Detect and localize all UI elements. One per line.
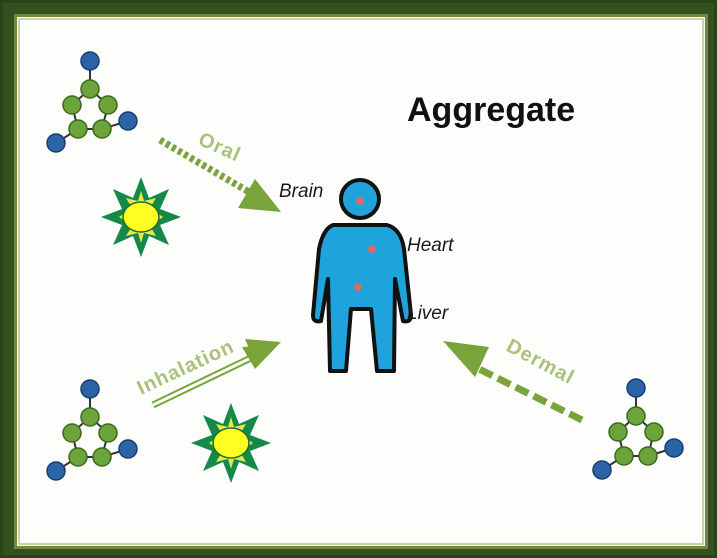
liver-label: Liver [407, 303, 449, 324]
dermal-route-label: Dermal [503, 335, 579, 389]
heart-label: Heart [407, 235, 454, 256]
diagram-title: Aggregate [407, 91, 575, 129]
molecule-icon-bottom-left [46, 379, 138, 481]
diagram-panel: Aggregate Oral Inhalation [14, 14, 708, 549]
liver-marker [354, 283, 362, 291]
dermal-route-arrow [443, 341, 584, 424]
molecule-icon-bottom-right [592, 378, 684, 480]
brain-label: Brain [279, 181, 323, 202]
oral-route-arrow [158, 136, 281, 212]
sun-icon-bottom [190, 402, 272, 484]
inhalation-route-arrow [151, 339, 281, 409]
sun-icon-top [100, 176, 182, 258]
molecule-icon-top-left [46, 51, 138, 153]
person-icon [311, 178, 413, 373]
oral-route-label: Oral [195, 128, 244, 166]
aggregate-exposure-diagram: Aggregate Oral Inhalation [46, 51, 684, 484]
heart-marker [368, 245, 376, 253]
brain-marker [356, 197, 364, 205]
